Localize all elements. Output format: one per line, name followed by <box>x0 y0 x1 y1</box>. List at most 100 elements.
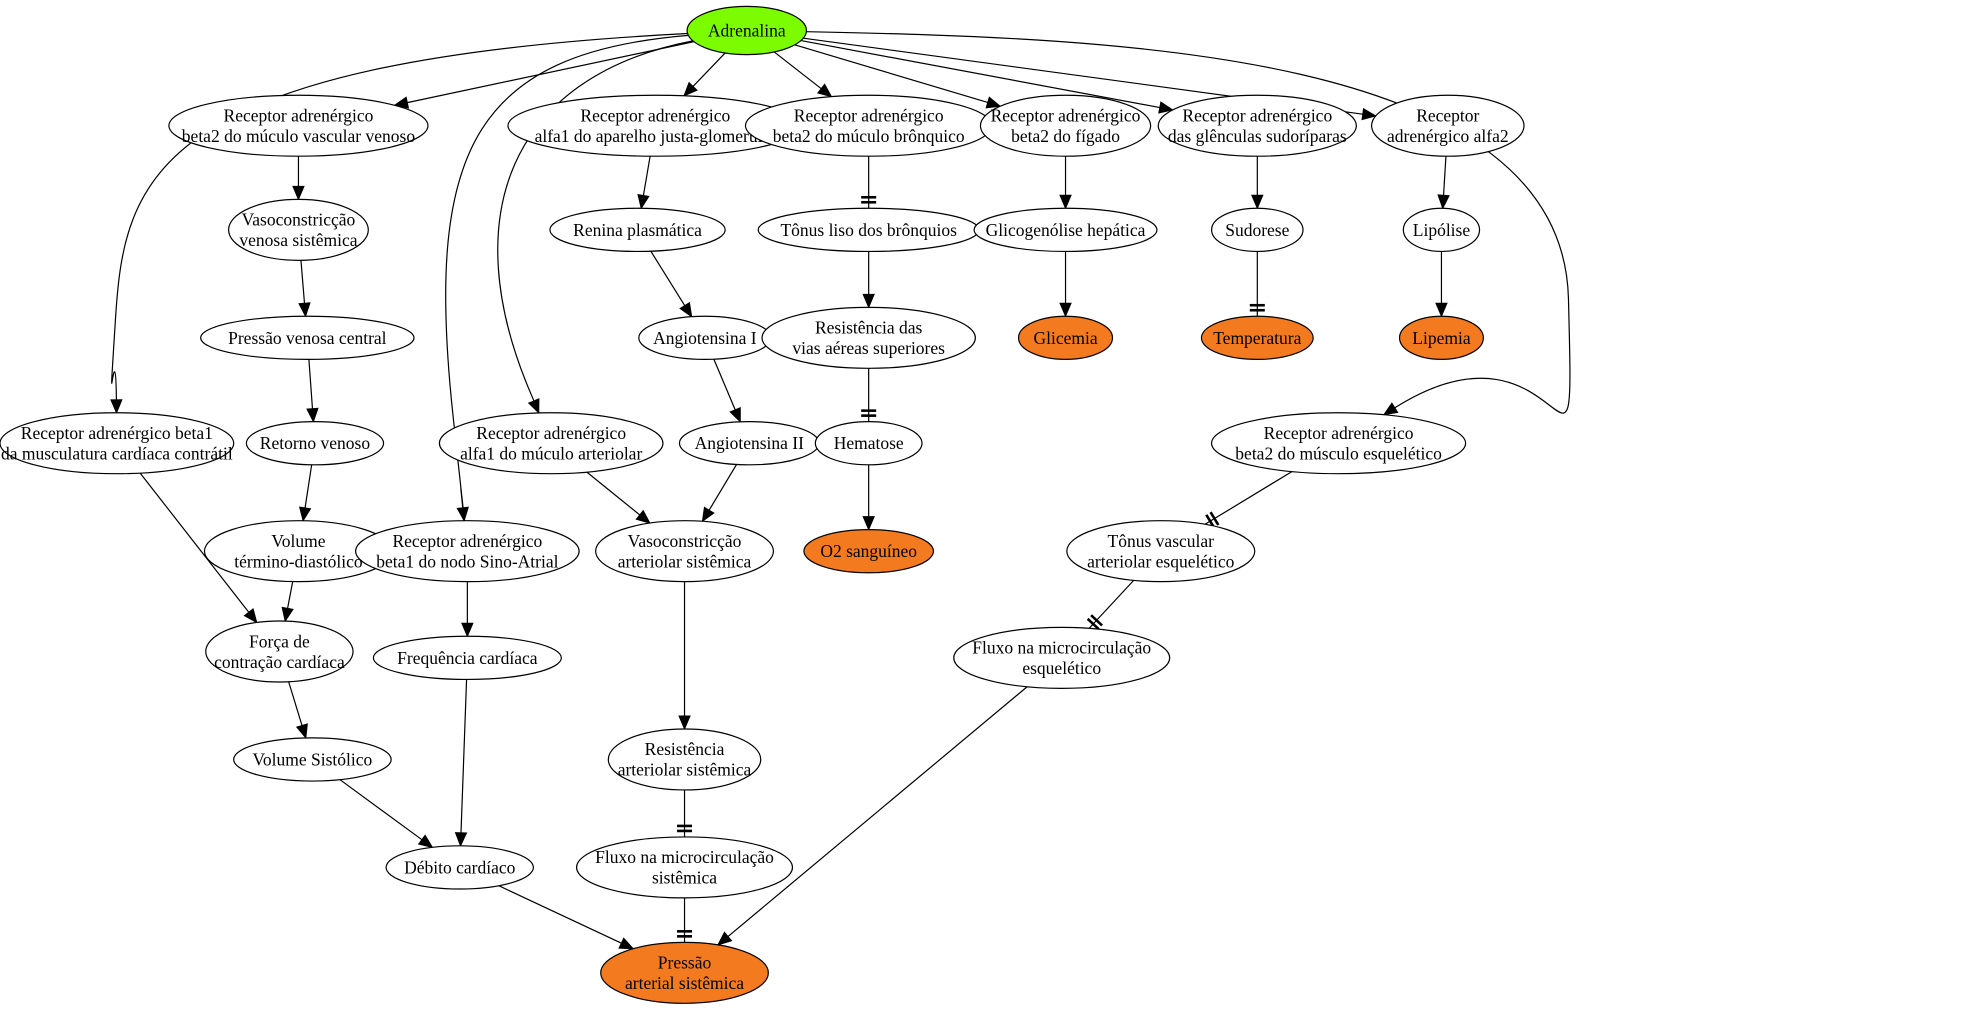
node-label: Temperatura <box>1213 328 1301 348</box>
edge-line <box>339 779 423 841</box>
node-label: Renina plasmática <box>573 220 702 240</box>
node-label: Pressão venosa central <box>228 328 387 348</box>
node-label: Receptor adrenérgico beta1 <box>21 423 213 443</box>
edge-vasoconstriccao-venosa-to-pressao-venosa <box>298 260 311 318</box>
arrowhead <box>461 622 474 638</box>
node-label: da musculatura cardíaca contrátil <box>1 443 233 463</box>
edge-angiotensina-2-to-vasoconstriccao-arteriolar <box>701 464 738 523</box>
edge-rec-alfa1-jg-to-renina <box>637 156 651 210</box>
node-ellipse <box>245 421 385 466</box>
node-ellipse <box>979 94 1152 157</box>
edge-volume-termino-to-forca-contracao <box>281 581 294 623</box>
node-label: beta2 do fígado <box>1011 126 1120 146</box>
edge-line <box>445 34 689 542</box>
node-temperatura: Temperatura <box>1200 315 1314 361</box>
edge-rec-alfa2-to-lipolise <box>1437 156 1450 210</box>
node-volume-sistolico: Volume Sistólico <box>233 737 392 782</box>
node-label: Angiotensina I <box>653 328 757 348</box>
node-label: Força de <box>249 631 310 651</box>
node-label: Sudorese <box>1225 220 1289 240</box>
edge-line <box>642 156 651 196</box>
node-ellipse <box>973 207 1158 253</box>
node-ellipse <box>372 635 562 681</box>
arrowhead <box>717 931 733 946</box>
node-label: esquelético <box>1022 658 1101 678</box>
node-label: Glicogenólise hepática <box>986 220 1146 240</box>
edge-line <box>288 681 303 726</box>
node-label: término-diastólico <box>234 551 363 571</box>
node-ellipse <box>438 412 664 475</box>
node-label: Tônus vascular <box>1108 531 1215 551</box>
arrowhead <box>816 83 833 98</box>
arrowhead <box>1382 402 1399 416</box>
node-pressao-venosa: Pressão venosa central <box>200 315 415 361</box>
node-label: Vasoconstricção <box>242 210 356 230</box>
node-label: Receptor adrenérgico <box>392 531 542 551</box>
node-label: beta2 do múculo brônquico <box>773 126 965 146</box>
arrowhead <box>527 398 540 415</box>
node-label: Fluxo na microcirculação <box>595 847 774 867</box>
arrowhead <box>862 516 875 531</box>
edge-resistencia-arteriolar-to-fluxo-sistemica <box>677 789 693 837</box>
node-lipemia: Lipemia <box>1398 315 1484 361</box>
node-label: vias aéreas superiores <box>792 338 945 358</box>
node-hematose: Hematose <box>814 421 923 466</box>
node-ellipse <box>200 315 415 361</box>
node-sudorese: Sudorese <box>1210 207 1304 253</box>
edge-rec-beta2-venoso-to-vasoconstriccao-venosa <box>292 156 305 201</box>
edge-fluxo-sistemica-to-pressao-arterial <box>677 897 693 943</box>
arrowhead <box>678 715 691 731</box>
node-angiotensina-2: Angiotensina II <box>678 421 820 466</box>
node-label: arteriolar sistêmica <box>618 551 752 571</box>
node-o2: O2 sanguíneo <box>803 528 935 574</box>
node-label: arteriolar esquelético <box>1087 551 1234 571</box>
arrowhead <box>417 834 434 849</box>
arrowhead <box>298 506 312 523</box>
node-label: Vasoconstricção <box>628 531 742 551</box>
node-label: Débito cardíaco <box>404 857 516 877</box>
edge-lipolise-to-lipemia <box>1435 251 1448 318</box>
inhibition-tee <box>1209 511 1220 526</box>
edge-line <box>586 471 641 516</box>
node-ellipse <box>0 412 235 475</box>
node-ellipse <box>575 836 794 899</box>
node-ellipse <box>761 306 976 369</box>
edge-adrenalina-to-rec-beta1-contratil <box>110 32 688 415</box>
edge-hematose-to-o2 <box>862 464 875 531</box>
arrowhead <box>281 606 294 623</box>
node-lipolise: Lipólise <box>1402 207 1481 253</box>
node-label: Glicemia <box>1033 328 1097 348</box>
edge-retorno-venoso-to-volume-termino <box>298 464 313 523</box>
edge-rec-alfa1-arteriolar-to-vasoconstriccao-arteriolar <box>586 471 651 524</box>
arrowhead <box>635 509 651 524</box>
edge-glicogenolise-to-glicemia <box>1059 251 1072 318</box>
node-label: contração cardíaca <box>214 652 345 672</box>
node-label: Lipemia <box>1412 328 1471 348</box>
node-label: arteriolar sistêmica <box>618 760 752 780</box>
node-angiotensina-1: Angiotensina I <box>638 315 772 361</box>
edge-rec-beta1-contratil-to-forca-contracao <box>139 472 258 624</box>
edge-line <box>139 472 250 613</box>
edge-line <box>1204 471 1293 525</box>
node-label: Receptor adrenérgico <box>991 105 1141 125</box>
node-ellipse <box>1157 94 1357 157</box>
node-ellipse <box>354 520 580 583</box>
node-ellipse <box>228 198 369 261</box>
node-ellipse <box>205 620 354 683</box>
arrowhead <box>1158 101 1174 114</box>
arrowhead <box>618 937 635 950</box>
node-label: Receptor <box>1416 105 1479 125</box>
arrowhead <box>456 506 469 522</box>
